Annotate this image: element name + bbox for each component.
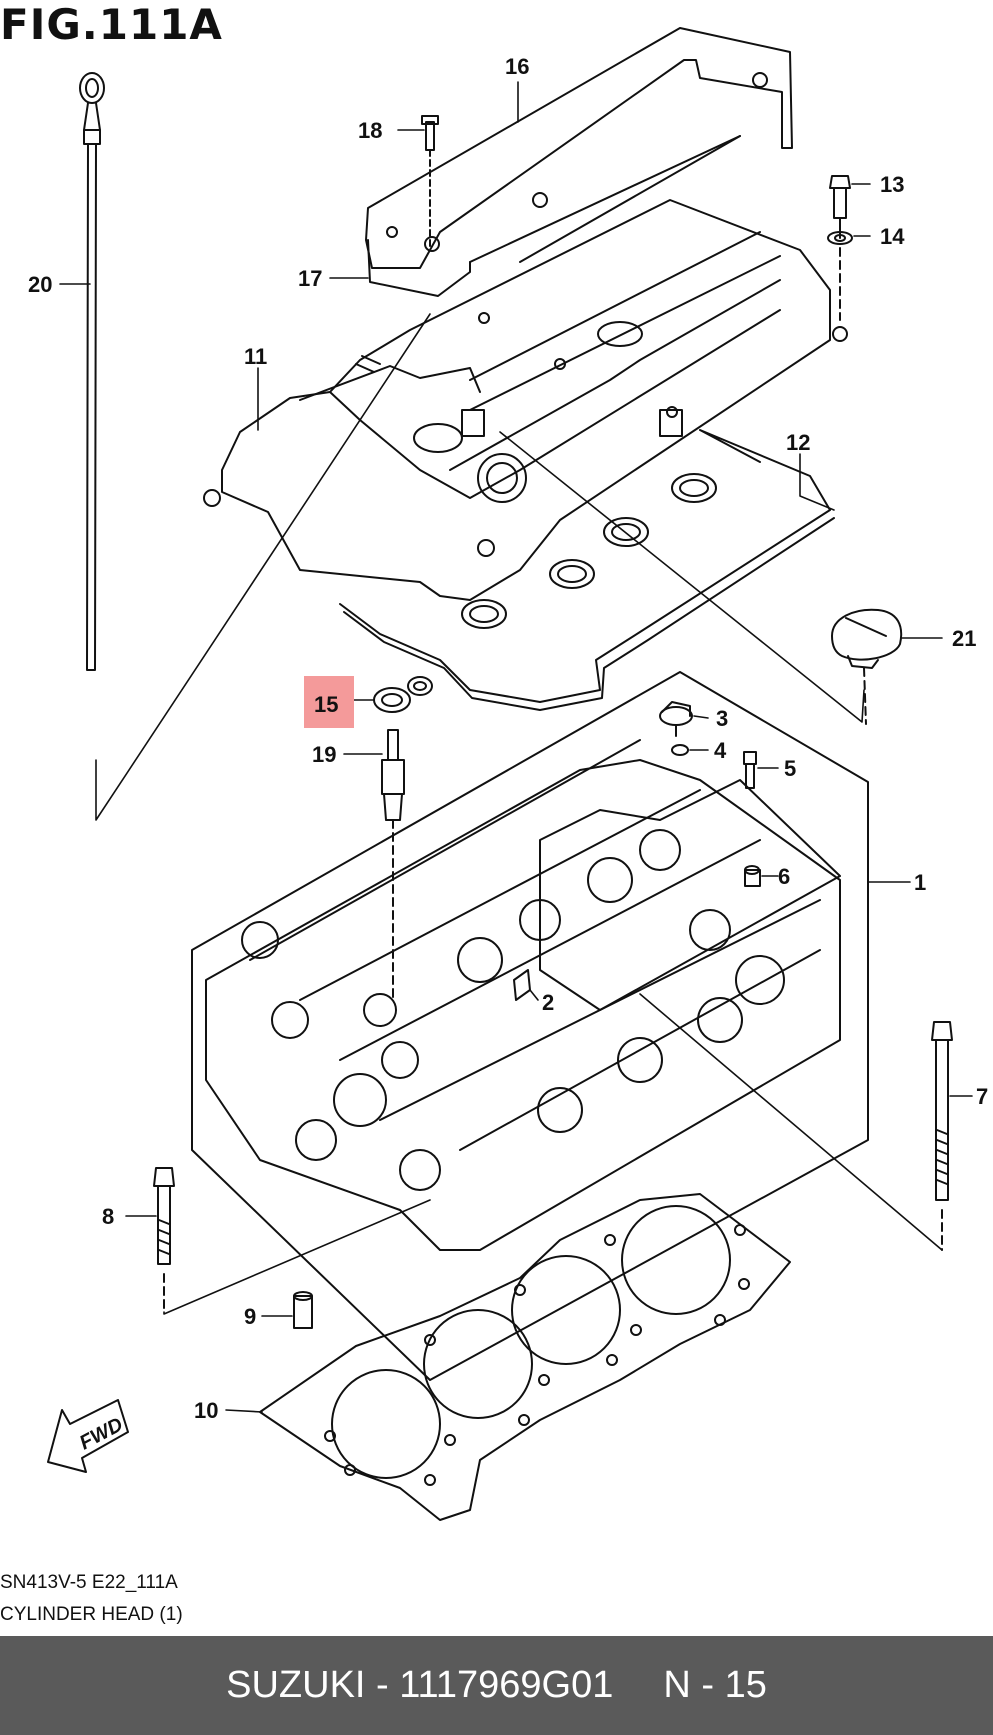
reference-lines — [95, 313, 943, 1315]
dipstick-part[interactable] — [79, 72, 105, 671]
engine-cover-part[interactable] — [365, 27, 793, 297]
callout-20: 20 — [28, 272, 52, 297]
callout-12: 12 — [786, 430, 810, 455]
callout-4: 4 — [714, 738, 727, 763]
callout-2: 2 — [542, 990, 554, 1015]
callout-10: 10 — [194, 1398, 218, 1423]
figure-title: FIG.111A — [0, 0, 223, 49]
head-bolts-parts[interactable] — [153, 1021, 953, 1313]
cover-bolt-part[interactable] — [827, 175, 853, 321]
head-gasket-part[interactable] — [259, 1193, 791, 1521]
callout-6: 6 — [778, 864, 790, 889]
oil-cap-part[interactable] — [831, 608, 903, 725]
callout-labels: 16 18 13 14 17 20 11 12 21 15 3 19 4 5 6… — [28, 54, 988, 1423]
footer-page: N - 15 — [663, 1664, 767, 1706]
callout-3: 3 — [716, 706, 728, 731]
callout-11: 11 — [244, 344, 267, 369]
small-hardware-parts[interactable] — [659, 701, 761, 887]
callout-14: 14 — [880, 224, 905, 249]
dowel-part[interactable] — [293, 1291, 313, 1329]
callout-1: 1 — [914, 870, 926, 895]
spark-plug-part[interactable] — [381, 729, 405, 1001]
callout-8: 8 — [102, 1204, 114, 1229]
callout-9: 9 — [244, 1304, 256, 1329]
callout-16: 16 — [505, 54, 529, 79]
callout-21: 21 — [952, 626, 976, 651]
diagram-caption: CYLINDER HEAD (1) — [0, 1604, 183, 1625]
callout-19: 19 — [312, 742, 336, 767]
callout-7: 7 — [976, 1084, 988, 1109]
cylinder-head-part[interactable] — [191, 671, 869, 1381]
exploded-parts-diagram: 16 18 13 14 17 20 11 12 21 15 3 19 4 5 6… — [28, 27, 988, 1521]
footer-bar: SUZUKI - 1117969G01 N - 15 — [0, 1636, 993, 1735]
leader-lines — [59, 81, 973, 1413]
cover-gasket-part[interactable] — [339, 429, 835, 711]
highlight-box — [304, 676, 354, 728]
fwd-arrow-icon — [47, 1399, 129, 1473]
callout-13: 13 — [880, 172, 904, 197]
callout-5: 5 — [784, 756, 796, 781]
seal-part[interactable] — [373, 676, 433, 713]
callout-15: 15 — [314, 692, 338, 717]
callout-18: 18 — [358, 118, 382, 143]
callout-17: 17 — [298, 266, 322, 291]
footer-part-number: SUZUKI - 1117969G01 — [226, 1664, 614, 1706]
head-cover-part[interactable] — [203, 199, 848, 601]
diagram-code: SN413V-5 E22_111A — [0, 1572, 178, 1593]
